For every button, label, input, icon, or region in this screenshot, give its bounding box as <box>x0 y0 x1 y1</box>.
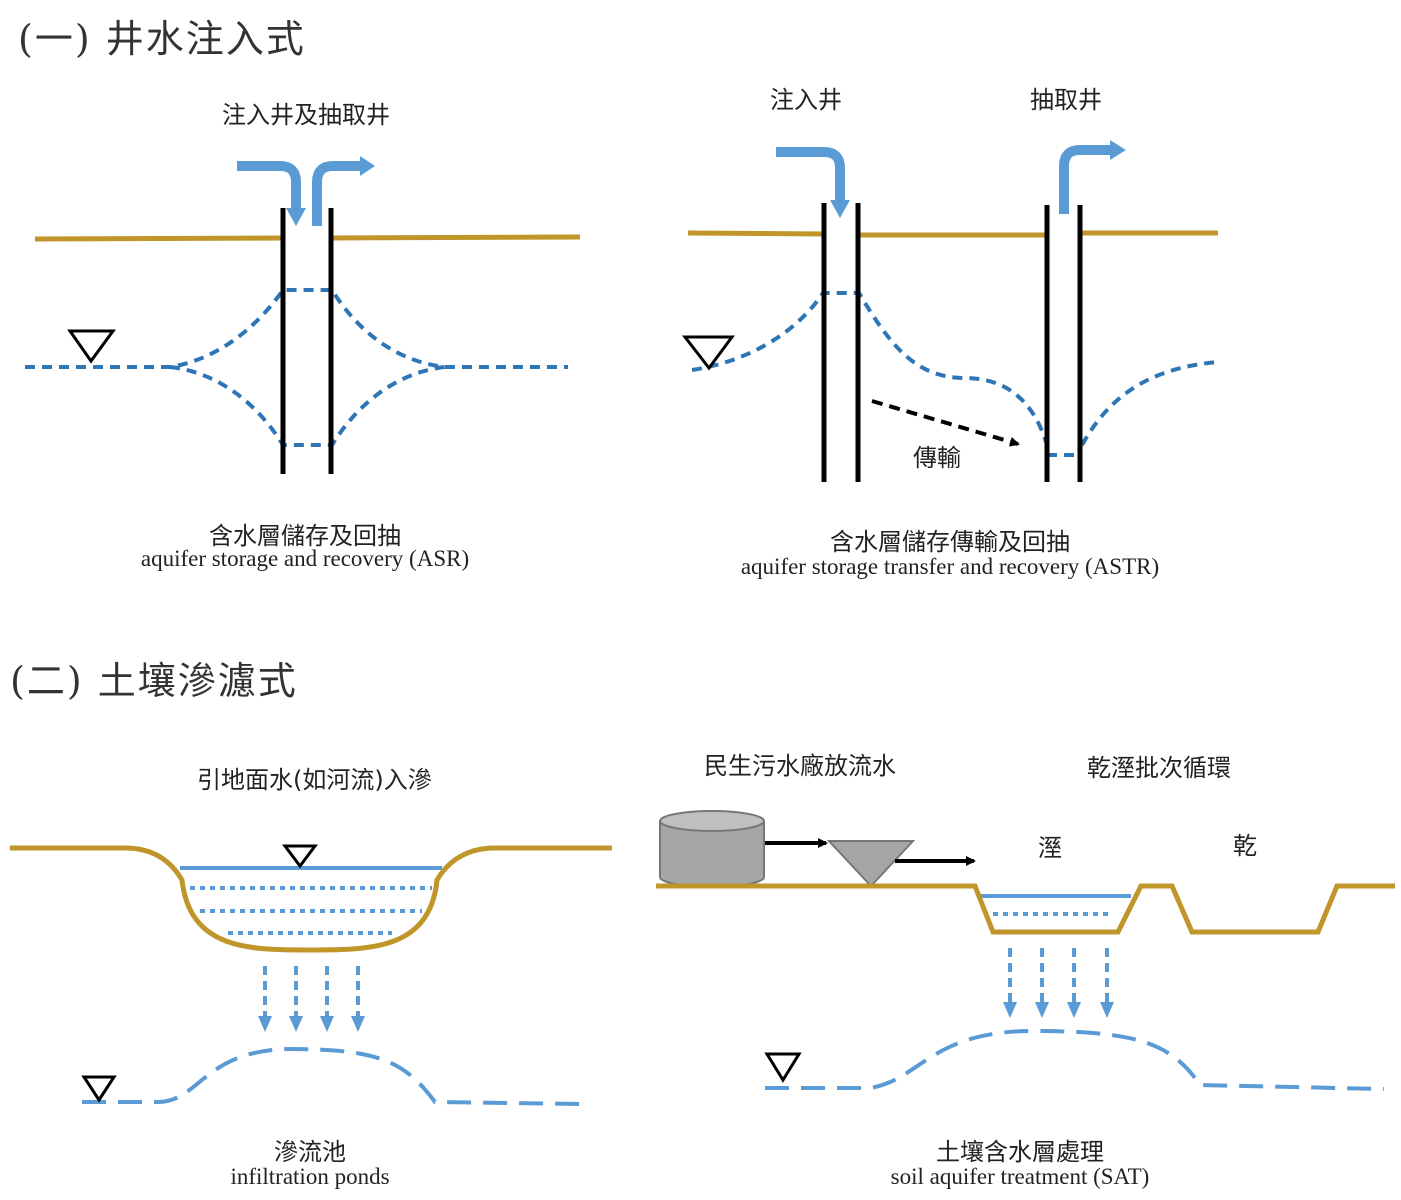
sat-cycle-label: 乾溼批次循環 <box>1087 754 1231 782</box>
astr-ground-surface <box>687 230 826 237</box>
infiltration-arrowhead-icon <box>1035 1002 1049 1018</box>
asr-caption-zh: 含水層儲存及回抽 <box>209 522 401 550</box>
astr-extraction-arrow-icon <box>1059 145 1112 214</box>
ponds-water-level-symbol-icon <box>282 844 318 869</box>
asr-injection-arrowhead-icon <box>286 208 306 226</box>
ponds-source-label: 引地面水(如河流)入滲 <box>197 766 432 794</box>
infiltration-arrowhead-icon <box>258 1016 272 1032</box>
asr-extraction-arrow-icon <box>312 161 362 226</box>
sat-caption-zh: 土壤含水層處理 <box>936 1138 1104 1166</box>
sat-source-label: 民生污水廠放流水 <box>704 752 896 780</box>
sat-caption-en: soil aquifer treatment (SAT) <box>890 1164 1150 1189</box>
infiltration-arrowhead-icon <box>320 1016 334 1032</box>
astr-caption-en: aquifer storage transfer and recovery (A… <box>740 554 1160 579</box>
infiltration-arrowhead-icon <box>1100 1002 1114 1018</box>
sat-treatment-plant-tank-icon <box>659 810 765 888</box>
astr-transfer-arrow-icon <box>871 399 1020 447</box>
asr-injection-arrow-icon <box>237 161 301 215</box>
infiltration-arrowhead-icon <box>1067 1002 1081 1018</box>
sat-groundwater-table <box>765 1028 1385 1091</box>
asr-well-label: 注入井及抽取井 <box>222 101 390 129</box>
asr-extraction-arrowhead-icon <box>360 156 375 176</box>
infiltration-arrowhead-icon <box>351 1016 365 1032</box>
asr-water-table-symbol-icon <box>67 329 116 364</box>
asr-water-table <box>25 288 568 447</box>
astr-caption-zh: 含水層儲存傳輸及回抽 <box>830 528 1070 556</box>
ponds-groundwater-symbol-icon <box>81 1075 117 1103</box>
asr-ground-surface <box>34 235 284 242</box>
ponds-infiltration-arrows <box>263 966 360 1019</box>
ponds-caption-zh: 滲流池 <box>274 1138 346 1166</box>
section-1-title: (一) 井水注入式 <box>18 17 306 61</box>
sat-infiltration-arrows <box>1008 948 1109 1005</box>
section-2-title: (二) 土壤滲濾式 <box>10 659 298 703</box>
infiltration-arrowhead-icon <box>1003 1002 1017 1018</box>
astr-injection-well-label: 注入井 <box>770 86 842 114</box>
ponds-diagram <box>10 844 612 1106</box>
asr-ground-surface <box>331 234 581 241</box>
sat-groundwater-symbol-icon <box>764 1052 802 1083</box>
astr-transfer-label: 傳輸 <box>913 444 961 472</box>
infiltration-arrowhead-icon <box>289 1016 303 1032</box>
astr-injection-arrowhead-icon <box>830 200 850 218</box>
ponds-groundwater-table <box>82 1046 583 1106</box>
astr-water-table-symbol-icon <box>681 335 735 371</box>
ponds-basin-ground <box>10 845 612 953</box>
astr-extraction-well-label: 抽取井 <box>1030 86 1102 114</box>
sat-diagram <box>656 810 1395 1091</box>
ponds-caption-en: infiltration ponds <box>230 1164 390 1189</box>
astr-diagram <box>681 140 1219 482</box>
asr-diagram <box>25 156 581 474</box>
astr-extraction-arrowhead-icon <box>1110 140 1126 160</box>
astr-water-table <box>691 291 1219 457</box>
sat-wet-label: 溼 <box>1038 834 1062 862</box>
astr-injection-arrow-icon <box>776 147 845 207</box>
asr-caption-en: aquifer storage and recovery (ASR) <box>140 546 470 571</box>
sat-filter-funnel-icon <box>826 840 916 888</box>
sat-dry-label: 乾 <box>1233 832 1257 860</box>
sat-ground-surface <box>656 883 1395 935</box>
